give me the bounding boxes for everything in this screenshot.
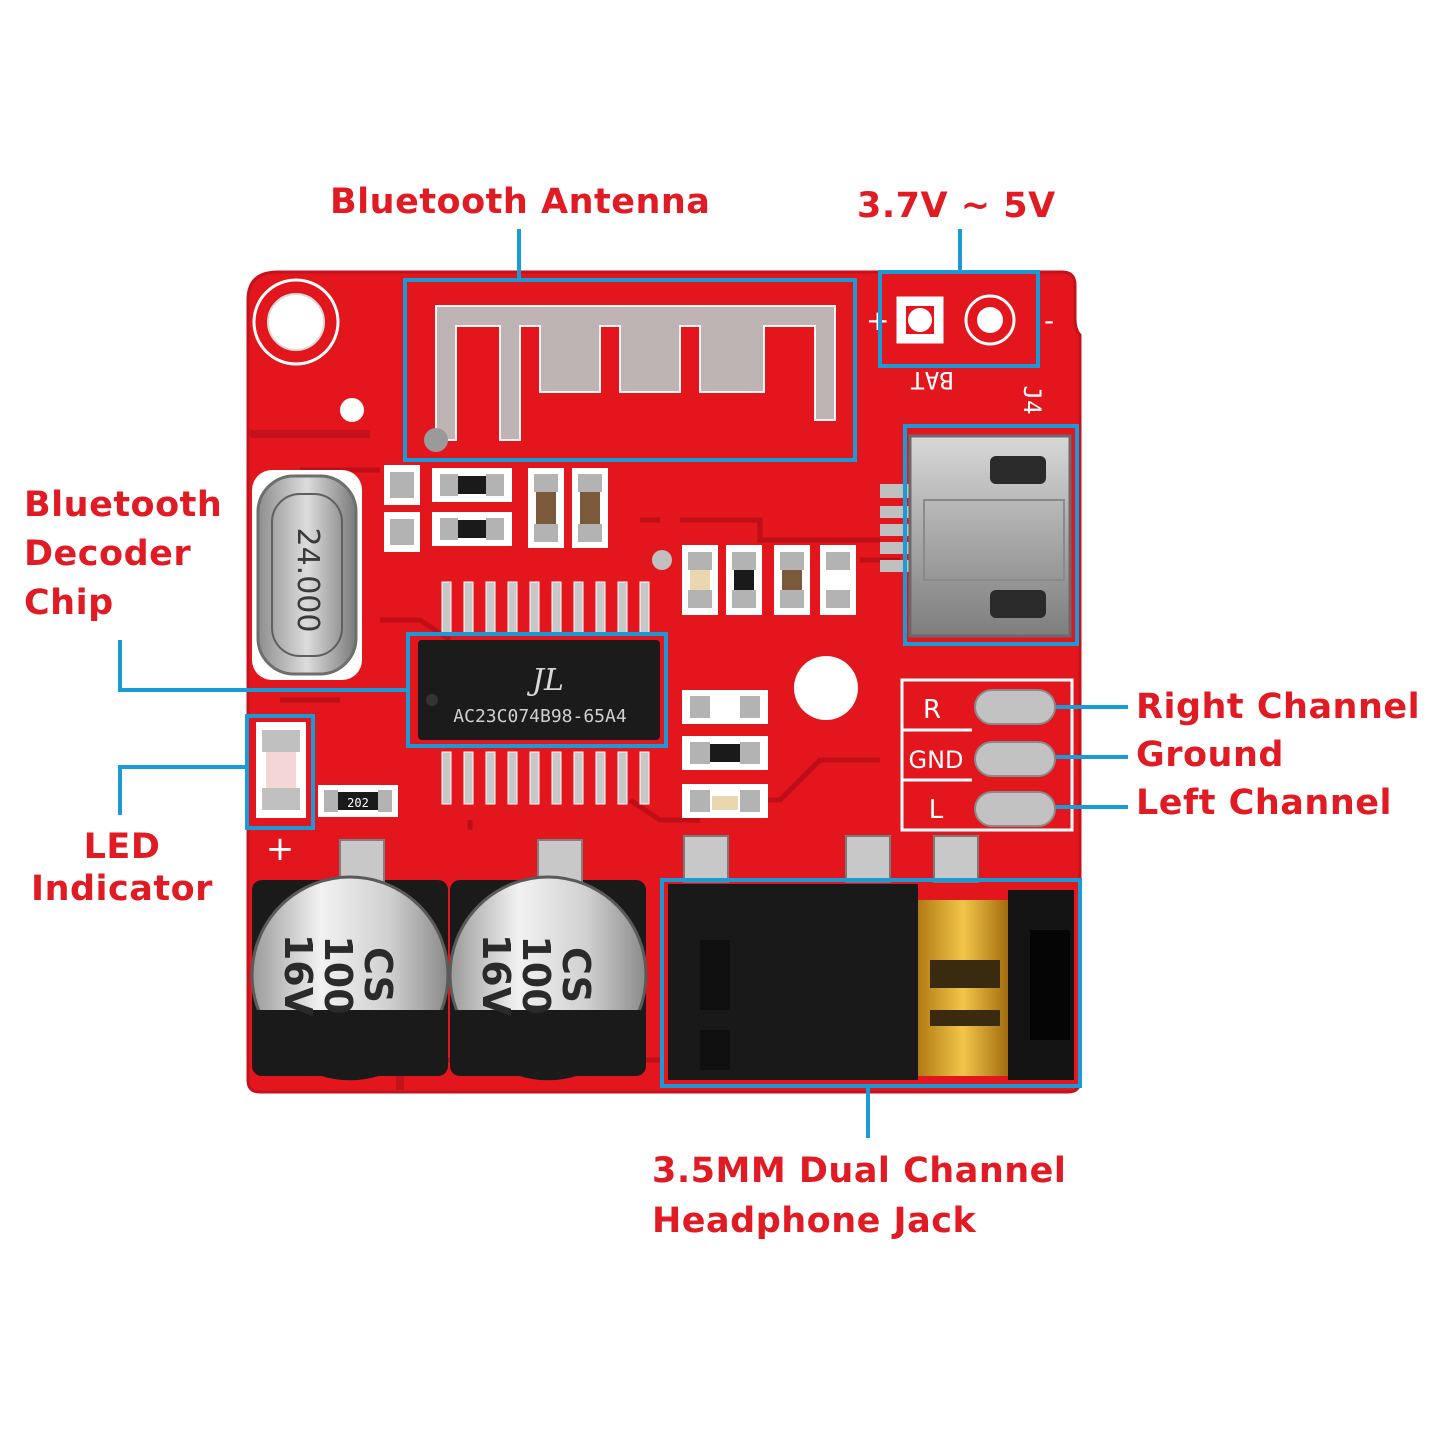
pcb-trace-antenna-icon [424, 305, 836, 452]
chip-callout-line [118, 640, 408, 692]
crystal-oscillator-icon: 24.000 [252, 470, 362, 680]
audio-jack-icon [668, 835, 1074, 1080]
led-callout-box [245, 714, 315, 830]
pad-label-l: L [929, 795, 944, 825]
capacitor-2-text: CS10016V [474, 934, 598, 1017]
minus-mark: - [1044, 304, 1054, 337]
antenna-callout-box [403, 278, 857, 462]
electrolytic-capacitor-icon: CS10016V [250, 839, 450, 1081]
led-callout-line [118, 765, 247, 815]
pad-label-gnd: GND [908, 746, 963, 774]
headphone-jack-label: 3.5MM Dual Channel Headphone Jack [652, 1151, 1067, 1241]
bat-mark: BAT [910, 366, 953, 394]
electrolytic-capacitor-icon: CS10016V [448, 839, 648, 1081]
battery-pads [896, 294, 1016, 346]
led-indicator-label: LED Indicator [31, 827, 213, 909]
smd-led-icon [256, 722, 306, 818]
resistor-code: 202 [347, 796, 369, 810]
board-via [340, 398, 364, 422]
antenna-label: Bluetooth Antenna [330, 182, 711, 222]
micro-usb-port-icon [880, 434, 1072, 638]
board-hole [794, 656, 858, 720]
chip-logo: JL [526, 663, 564, 698]
chip-part-number: AC23C074B98-65A4 [453, 706, 626, 727]
smd-components: 202 [318, 465, 856, 818]
j4-mark: J4 [1018, 386, 1046, 415]
plus-mark: + [866, 304, 889, 337]
jack-callout-box [660, 878, 1082, 1088]
pad-label-r: R [923, 695, 941, 725]
callout-lines [118, 229, 1128, 1138]
ground-label: Ground [1136, 735, 1284, 775]
voltage-label: 3.7V ~ 5V [857, 186, 1056, 226]
mounting-hole [267, 293, 325, 351]
mounting-hole-ring [252, 278, 340, 366]
capacitor-1-text: CS10016V [276, 934, 400, 1017]
right-channel-label: Right Channel [1136, 687, 1421, 727]
left-channel-label: Left Channel [1136, 783, 1392, 823]
usb-callout-box [903, 424, 1079, 646]
decoder-chip-label: Bluetooth Decoder Chip [24, 485, 223, 623]
led-plus-mark: + [266, 829, 295, 869]
decoder-chip: JL AC23C074B98-65A4 [418, 640, 660, 740]
crystal-value: 24.000 [290, 528, 325, 633]
